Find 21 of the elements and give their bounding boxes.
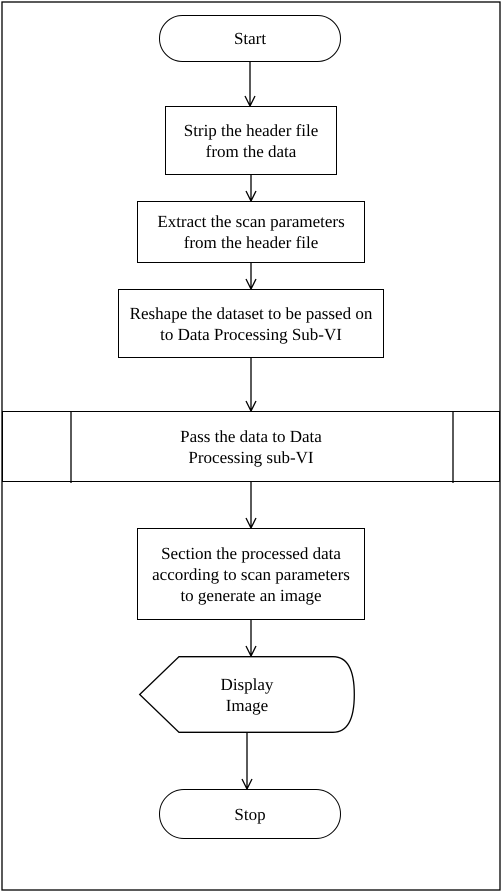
predefined-process-box	[2, 411, 500, 482]
step-text: Pass the data to Data Processing sub-VI	[179, 426, 323, 468]
process-box	[165, 106, 337, 175]
arrow	[245, 620, 257, 657]
arrow	[241, 733, 253, 790]
arrow	[245, 482, 257, 529]
step-text: Stop	[233, 804, 267, 824]
step-text: Start	[232, 28, 268, 49]
arrow	[245, 175, 257, 202]
arrow	[244, 62, 256, 107]
display-shape	[139, 656, 355, 733]
step-text: Reshape the dataset to be passed on to Data Processing Sub-VI	[128, 302, 374, 344]
arrow	[245, 263, 257, 290]
step-text: Display Image	[220, 674, 274, 716]
arrow	[245, 358, 257, 412]
step-text: Strip the header file from the data	[183, 120, 319, 162]
process-box	[137, 201, 365, 263]
process-box	[137, 528, 365, 620]
step-text: Section the processed data according to scan parameters to generate an image	[151, 542, 351, 606]
process-box	[118, 289, 384, 358]
step-text: Extract the scan parameters from the header file	[156, 211, 346, 253]
